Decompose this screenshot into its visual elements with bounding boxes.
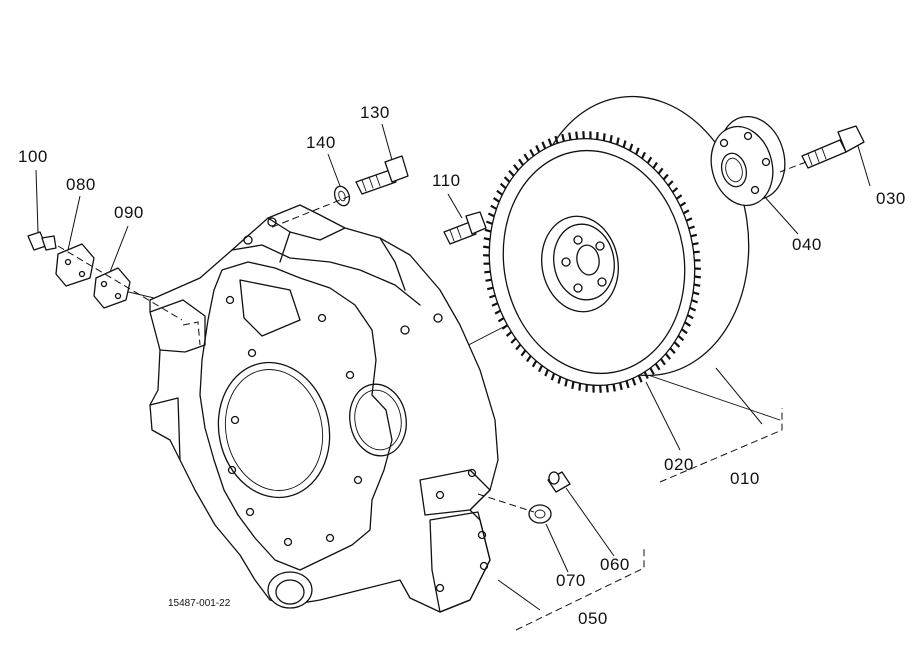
bolt-130 [355,155,409,195]
cover-080 [55,243,95,287]
ring-gear-teeth [483,131,701,393]
label-020: 020 [664,455,694,474]
label-090: 090 [114,203,144,222]
label-080: 080 [66,175,96,194]
plug-100 [27,231,57,251]
label-030: 030 [876,189,906,208]
label-110: 110 [432,171,461,190]
callout-labels: 100 080 090 140 130 110 030 040 020 010 … [18,103,906,628]
coupling-flange [710,115,786,207]
label-060: 060 [600,555,630,574]
drawing-number: 15487-001-22 [168,598,231,609]
leader-lines [35,123,871,631]
label-140: 140 [306,133,336,152]
bolt-030 [801,125,865,169]
gasket-090 [93,267,131,309]
label-040: 040 [792,235,822,254]
label-050: 050 [578,609,608,628]
pin-060 [547,471,571,493]
flywheel [483,95,750,393]
label-100: 100 [18,147,48,166]
label-010: 010 [730,469,760,488]
bolt-110 [443,211,487,245]
flywheel-housing [149,204,499,613]
bushing-070 [528,504,552,524]
label-130: 130 [360,103,390,122]
label-070: 070 [556,571,586,590]
